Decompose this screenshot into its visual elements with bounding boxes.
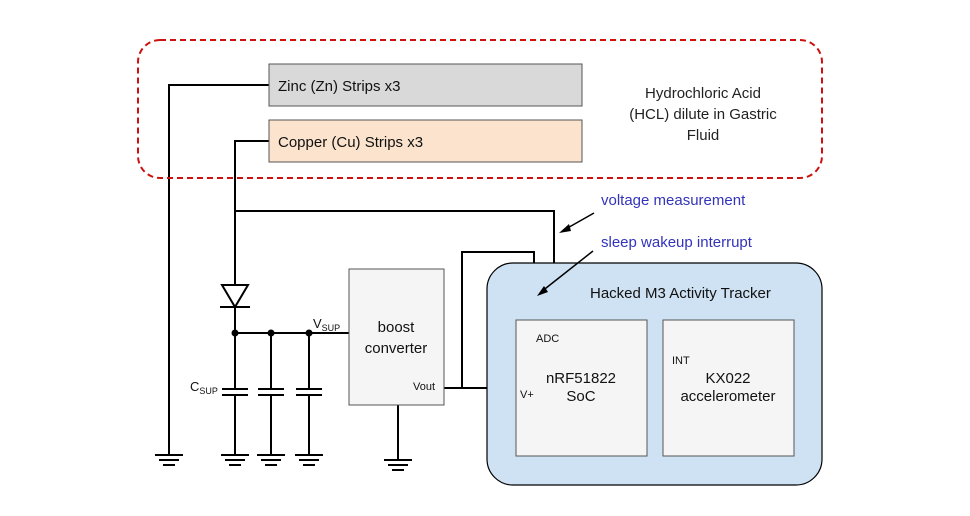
diode-triangle [220, 284, 250, 309]
zinc-electrode [268, 63, 583, 107]
sleep-arrow-head [537, 286, 548, 296]
acid-region [137, 39, 823, 179]
zinc-electrode-label: Zinc (Zn) Strips x3 [278, 78, 401, 95]
capacitors [222, 388, 322, 396]
vsup-label: VSUP [313, 316, 340, 333]
soc-pin-adc: ADC [536, 333, 559, 345]
soc-box [515, 319, 648, 457]
accel-pin-int: INT [672, 355, 690, 367]
copper-wire [234, 140, 269, 285]
boost-label-line1: boost [378, 319, 416, 336]
junction-dot [305, 329, 313, 337]
ground-icon [295, 454, 323, 466]
boost-label-line2: converter [365, 340, 428, 357]
csup-label: CSUP [190, 379, 218, 396]
boost-vout-label: Vout [413, 381, 435, 393]
junction-dots [231, 329, 313, 337]
soc-name-line1: nRF51822 [546, 370, 616, 387]
acid-label: Hydrochloric Acid (HCL) dilute in Gastri… [629, 85, 777, 144]
acid-label-line1: Hydrochloric Acid [645, 85, 761, 102]
diode-symbol [220, 284, 250, 309]
voltage-arrow-head [559, 224, 571, 233]
voltage-measurement-label: voltage measurement [601, 192, 746, 209]
ground-icon [384, 459, 412, 471]
accel-name-line2: accelerometer [680, 388, 775, 405]
copper-electrode-label: Copper (Cu) Strips x3 [278, 134, 423, 151]
acid-label-line2: (HCL) dilute in Gastric [629, 106, 777, 123]
sleep-arrow [540, 250, 594, 293]
ground-icon [155, 454, 183, 466]
acid-label-line3: Fluid [687, 127, 720, 144]
accel-name-line1: KX022 [705, 370, 750, 387]
accelerometer-box [662, 319, 795, 457]
ground-icon [221, 454, 249, 466]
annotation-arrows [537, 212, 595, 296]
soc-name-line2: SoC [566, 388, 595, 405]
ground-symbols [155, 454, 412, 471]
junction-dot [231, 329, 239, 337]
soc-pin-vplus: V+ [520, 389, 534, 401]
sleep-wakeup-label: sleep wakeup interrupt [601, 234, 753, 251]
tracker-title: Hacked M3 Activity Tracker [590, 285, 771, 302]
junction-dot [267, 329, 275, 337]
copper-electrode [268, 119, 583, 163]
boost-converter-box [348, 268, 445, 406]
ground-icon [257, 454, 285, 466]
zinc-ground-wire [168, 84, 269, 455]
